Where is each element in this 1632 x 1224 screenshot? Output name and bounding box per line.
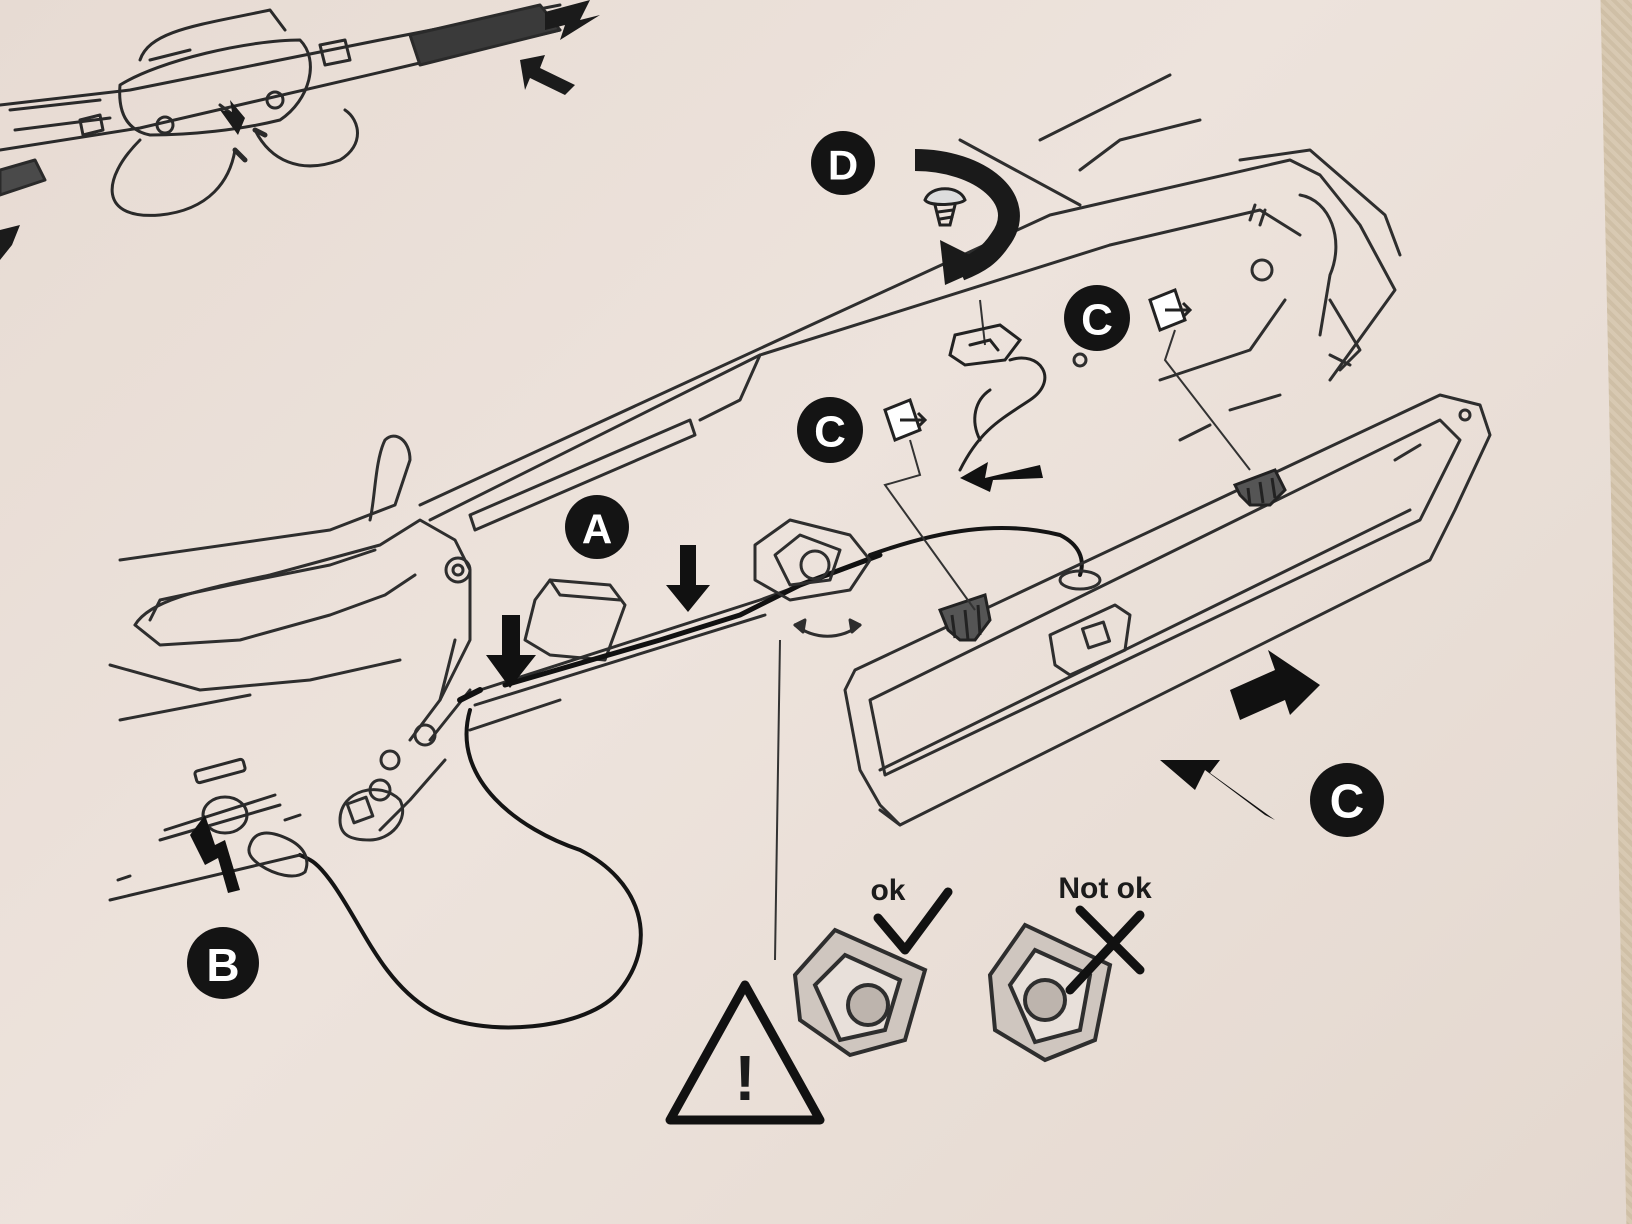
clip-square-c1: [883, 398, 928, 442]
checkmark-icon: [873, 887, 953, 955]
callout-d: D: [811, 131, 875, 195]
ok-example: ok: [792, 874, 953, 1058]
bumper-beam: [418, 73, 1402, 532]
guide-lines: [774, 299, 1251, 961]
callout-c-bottom: C: [1310, 763, 1384, 837]
warning-icon: !: [665, 980, 825, 1125]
svg-text:C: C: [1330, 776, 1365, 829]
svg-text:A: A: [582, 506, 612, 553]
callout-b: B: [187, 927, 259, 999]
down-arrow-icon: [486, 615, 536, 688]
screw-d: [923, 187, 1047, 472]
cross-icon: [1065, 905, 1145, 995]
mounting-bracket: [108, 434, 472, 842]
down-arrow-icon: [666, 545, 710, 612]
cable: [298, 525, 1084, 1030]
callout-a: A: [565, 495, 629, 559]
clip-teeth-right: [1232, 468, 1287, 507]
svg-text:C: C: [814, 408, 846, 457]
not-ok-example: Not ok: [987, 872, 1152, 1063]
connector-housing: [753, 518, 872, 638]
left-arrow-icon: [960, 462, 1043, 492]
callout-c-top: C: [1064, 285, 1130, 351]
svg-text:ok: ok: [870, 874, 905, 907]
rotate-arrow-icon: [914, 149, 1020, 285]
callout-c-middle: C: [797, 397, 863, 463]
svg-text:Not ok: Not ok: [1058, 872, 1152, 905]
svg-text:D: D: [828, 142, 858, 189]
previous-step-illustration: [0, 0, 600, 260]
connector-b: [108, 757, 309, 902]
cover-panel: [843, 393, 1492, 827]
push-arrows: [486, 462, 1320, 820]
svg-text:!: !: [734, 1042, 755, 1114]
clip-teeth-left: [938, 593, 992, 642]
right-arrow-icon: [1230, 650, 1320, 720]
clip-square-c2: [1148, 288, 1193, 332]
svg-text:C: C: [1081, 296, 1113, 345]
svg-text:B: B: [206, 939, 239, 991]
diagonal-arrow-icon: [1160, 760, 1275, 820]
